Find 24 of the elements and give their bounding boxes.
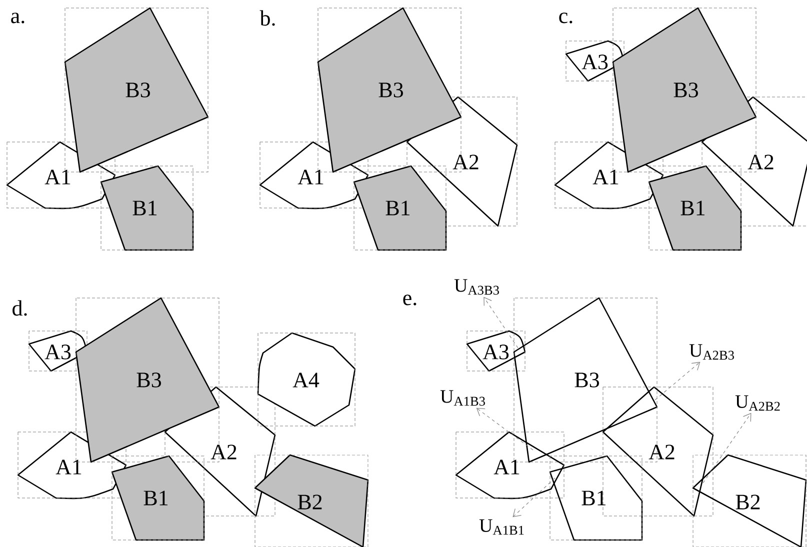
polygon: A3 [466,330,526,372]
panel-letter: b. [260,10,275,26]
polygon: B2 [692,454,807,547]
point-label: U$_{A2B3}$ [689,344,734,360]
arrow [476,408,534,450]
arrow [512,478,556,518]
arrow [484,296,518,348]
panel-letter: a. [11,12,24,24]
panel-letter: c. [559,12,572,24]
panel-letter: d. [12,300,27,316]
point-label: U$_{A2B2}$ [735,395,780,411]
polygon: A1 [455,431,565,500]
polygon: B1 [100,165,194,251]
polygon: A4 [257,332,356,427]
polygon: B1 [353,165,447,251]
point-label: U$_{A1B1}$ [479,519,524,535]
point-label: U$_{A3B3}$ [454,279,499,295]
polygon: B2 [254,454,369,547]
polygon: B1 [549,455,643,541]
point-label: U$_{A1B3}$ [440,390,485,406]
polygon: B1 [111,455,205,541]
arrow [654,362,700,400]
polygon: B1 [648,165,742,251]
panel-letter: e. [403,294,416,306]
